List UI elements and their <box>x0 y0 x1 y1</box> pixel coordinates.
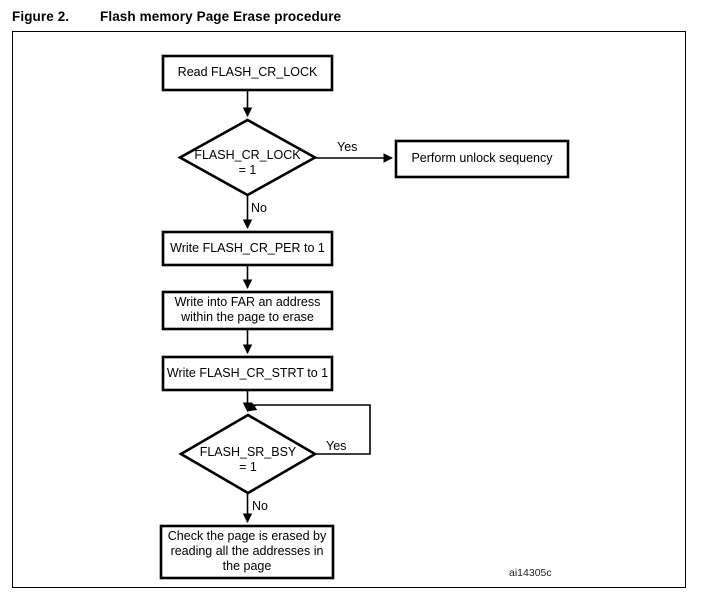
node-write-flash-cr-per <box>161 230 334 267</box>
node-write-into-far <box>161 290 334 331</box>
node-write-flash-cr-strt <box>161 355 334 392</box>
node-perform-unlock-sequency <box>394 139 570 179</box>
node-check-page-erased <box>159 524 335 580</box>
figure-title: Flash memory Page Erase procedure <box>100 9 342 24</box>
node-flash-sr-bsy-decision <box>178 413 318 495</box>
edge-bsy-yes-loop <box>252 404 371 455</box>
figure-number: Figure 2. <box>12 9 70 24</box>
edge-bsy-yes-loop-arrow <box>246 402 258 412</box>
node-read-flash-cr-lock <box>161 54 334 92</box>
figure-frame <box>12 31 686 588</box>
figure-caption: Figure 2. Flash memory Page Erase procedu… <box>12 9 341 24</box>
figure-identifier: ai14305c <box>509 567 552 579</box>
node-flash-cr-lock-decision <box>177 118 318 197</box>
